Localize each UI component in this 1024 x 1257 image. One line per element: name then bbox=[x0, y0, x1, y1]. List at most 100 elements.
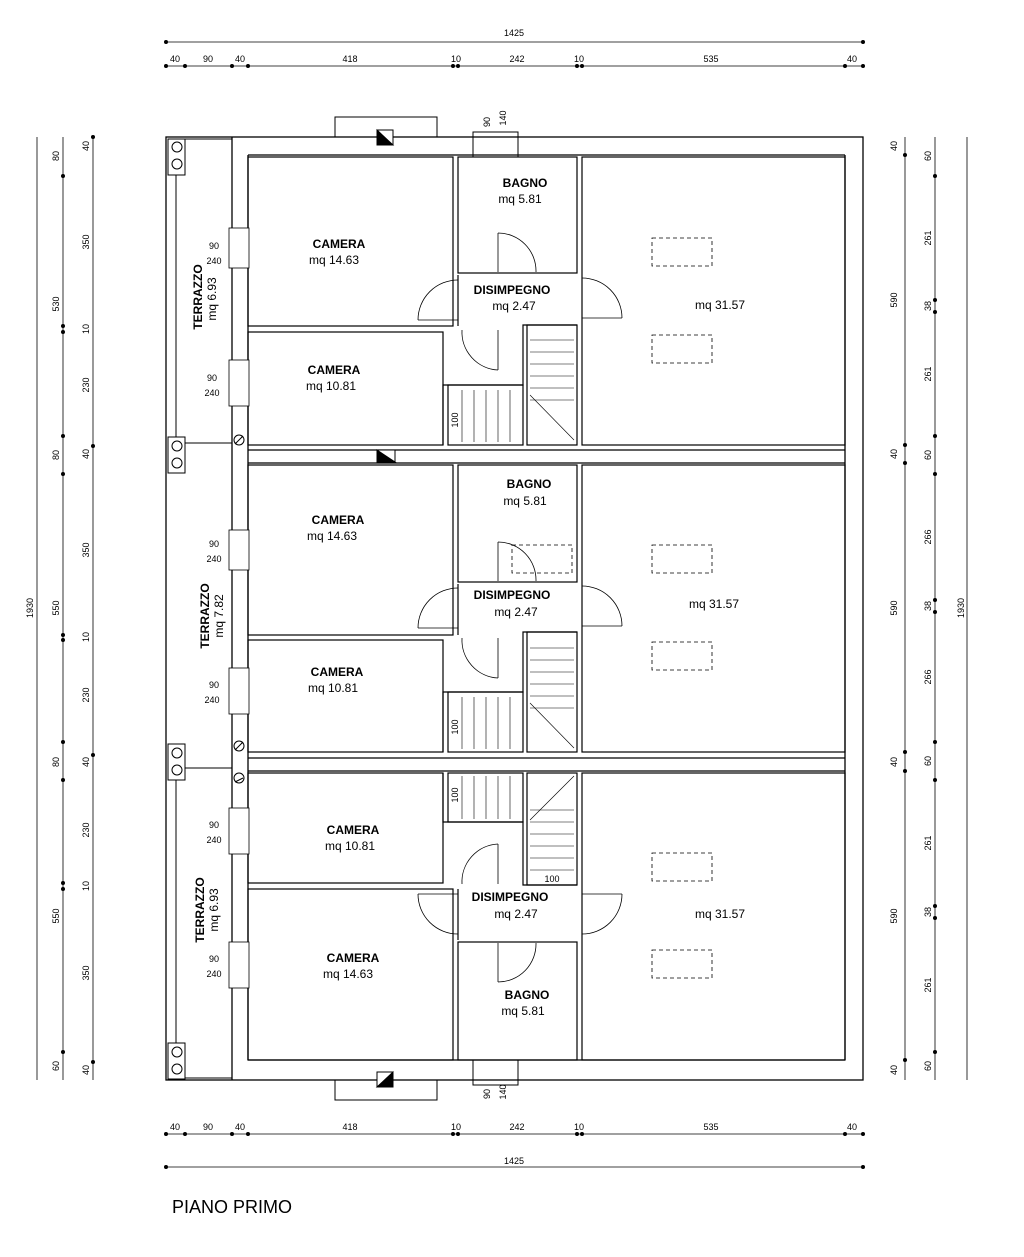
terrace-3-name: TERRAZZO bbox=[193, 877, 207, 942]
chimney-markers bbox=[375, 128, 397, 1088]
dim-top-seg-6: 242 bbox=[509, 54, 524, 64]
win-5-h: 240 bbox=[206, 835, 221, 845]
dim-bottom-overall: 1425 bbox=[504, 1156, 524, 1166]
dim-right-i-3: 40 bbox=[889, 449, 899, 459]
unit-1-walls bbox=[247, 156, 846, 464]
unit-2-stairs bbox=[461, 647, 575, 749]
dim-right-d-8: 266 bbox=[923, 669, 933, 684]
unit-1-stairs bbox=[461, 339, 575, 442]
dim-right-i-4: 590 bbox=[889, 600, 899, 615]
u3-disimpegno-name: DISIMPEGNO bbox=[472, 890, 549, 904]
wall-windows bbox=[228, 227, 250, 989]
dim-bottom-seg-8: 535 bbox=[703, 1122, 718, 1132]
u3-camera-small-area: mq 10.81 bbox=[325, 839, 375, 853]
win-3-h: 240 bbox=[206, 554, 221, 564]
unit-1-doors bbox=[417, 232, 623, 371]
dim-top-seg-5: 10 bbox=[451, 54, 461, 64]
terrace-3-area: mq 6.93 bbox=[207, 888, 221, 932]
win-2-w: 90 bbox=[207, 373, 217, 383]
dim-bottom-seg-6: 242 bbox=[509, 1122, 524, 1132]
terrace-2-area: mq 7.82 bbox=[212, 594, 226, 638]
win-4-h: 240 bbox=[204, 695, 219, 705]
u3-camera-large-name: CAMERA bbox=[327, 951, 380, 965]
unit-2-doors bbox=[417, 541, 623, 679]
dim-left-d-5: 350 bbox=[81, 542, 91, 557]
dim-bottom-seg-1: 40 bbox=[170, 1122, 180, 1132]
win-1-w: 90 bbox=[209, 241, 219, 251]
dim-left-80-2: 80 bbox=[51, 450, 61, 460]
dim-right-d-3: 38 bbox=[923, 301, 933, 311]
dimension-ticks bbox=[61, 40, 937, 1169]
unit-2-walls bbox=[247, 464, 846, 772]
win-1-h: 240 bbox=[206, 256, 221, 266]
dim-top-seg-2: 90 bbox=[203, 54, 213, 64]
u1-disimpegno-name: DISIMPEGNO bbox=[474, 283, 551, 297]
unit-3-skylights bbox=[651, 852, 713, 979]
u2-camera-small-name: CAMERA bbox=[311, 665, 364, 679]
dim-bottom-seg-4: 418 bbox=[342, 1122, 357, 1132]
stair-1: 100 bbox=[450, 412, 460, 427]
dim-left-d-2: 10 bbox=[81, 324, 91, 334]
bath-win-bottom-h: 140 bbox=[498, 1084, 508, 1099]
unit-3-stairs bbox=[461, 775, 575, 871]
stair-3: 100 bbox=[450, 787, 460, 802]
terraces bbox=[167, 138, 232, 1080]
u1-camera-large-area: mq 14.63 bbox=[309, 253, 359, 267]
win-6-h: 240 bbox=[206, 969, 221, 979]
terrace-1-name: TERRAZZO bbox=[191, 264, 205, 329]
unit-1-skylights bbox=[651, 237, 713, 364]
stair-4: 100 bbox=[544, 874, 559, 884]
dim-bottom-seg-2: 90 bbox=[203, 1122, 213, 1132]
dim-right-d-9: 60 bbox=[923, 756, 933, 766]
u2-disimpegno-name: DISIMPEGNO bbox=[474, 588, 551, 602]
dim-right-d-4: 261 bbox=[923, 366, 933, 381]
u1-camera-large-name: CAMERA bbox=[313, 237, 366, 251]
win-5-w: 90 bbox=[209, 820, 219, 830]
dim-top-seg-8: 535 bbox=[703, 54, 718, 64]
u1-bagno-name: BAGNO bbox=[503, 176, 548, 190]
bath-win-top-w: 90 bbox=[482, 117, 492, 127]
dim-right-i-6: 590 bbox=[889, 908, 899, 923]
win-6-w: 90 bbox=[209, 954, 219, 964]
dim-left-60: 60 bbox=[51, 1061, 61, 1071]
u2-camera-small-area: mq 10.81 bbox=[308, 681, 358, 695]
bath-win-bottom-w: 90 bbox=[482, 1089, 492, 1099]
terrace-1-area: mq 6.93 bbox=[205, 277, 219, 321]
u1-camera-small-area: mq 10.81 bbox=[306, 379, 356, 393]
win-3-w: 90 bbox=[209, 539, 219, 549]
bath-win-top-h: 140 bbox=[498, 110, 508, 125]
dim-bottom-seg-7: 10 bbox=[574, 1122, 584, 1132]
stair-2: 100 bbox=[450, 719, 460, 734]
dim-left-outer-1: 530 bbox=[51, 296, 61, 311]
u3-bagno-area: mq 5.81 bbox=[501, 1004, 545, 1018]
drain-pipes bbox=[233, 434, 245, 784]
dim-left-w-2: 40 bbox=[81, 449, 91, 459]
dimension-lines bbox=[36, 41, 968, 1168]
dim-top-seg-7: 10 bbox=[574, 54, 584, 64]
u1-disimpegno-area: mq 2.47 bbox=[492, 299, 536, 313]
u2-camera-large-area: mq 14.63 bbox=[307, 529, 357, 543]
page-title: PIANO PRIMO bbox=[172, 1197, 293, 1217]
dim-left-outer-2: 550 bbox=[51, 600, 61, 615]
unit-3-walls bbox=[247, 772, 846, 1061]
u3-camera-small-name: CAMERA bbox=[327, 823, 380, 837]
dim-left-d-6: 10 bbox=[81, 632, 91, 642]
dim-top-seg-1: 40 bbox=[170, 54, 180, 64]
dim-left-d-1: 350 bbox=[81, 234, 91, 249]
dim-left-w-3: 40 bbox=[81, 757, 91, 767]
u2-open-space-area: mq 31.57 bbox=[689, 597, 739, 611]
dim-left-d-11: 350 bbox=[81, 965, 91, 980]
dim-right-d-13: 60 bbox=[923, 1061, 933, 1071]
dim-left-d-10: 10 bbox=[81, 881, 91, 891]
dim-left-d-3: 230 bbox=[81, 377, 91, 392]
dim-top-seg-4: 418 bbox=[342, 54, 357, 64]
dim-left-d-9: 230 bbox=[81, 822, 91, 837]
u3-open-space-area: mq 31.57 bbox=[695, 907, 745, 921]
dim-top-seg-9: 40 bbox=[847, 54, 857, 64]
dim-right-d-6: 266 bbox=[923, 529, 933, 544]
u1-camera-small-name: CAMERA bbox=[308, 363, 361, 377]
win-4-w: 90 bbox=[209, 680, 219, 690]
u3-disimpegno-area: mq 2.47 bbox=[494, 907, 538, 921]
dim-right-d-11: 38 bbox=[923, 907, 933, 917]
